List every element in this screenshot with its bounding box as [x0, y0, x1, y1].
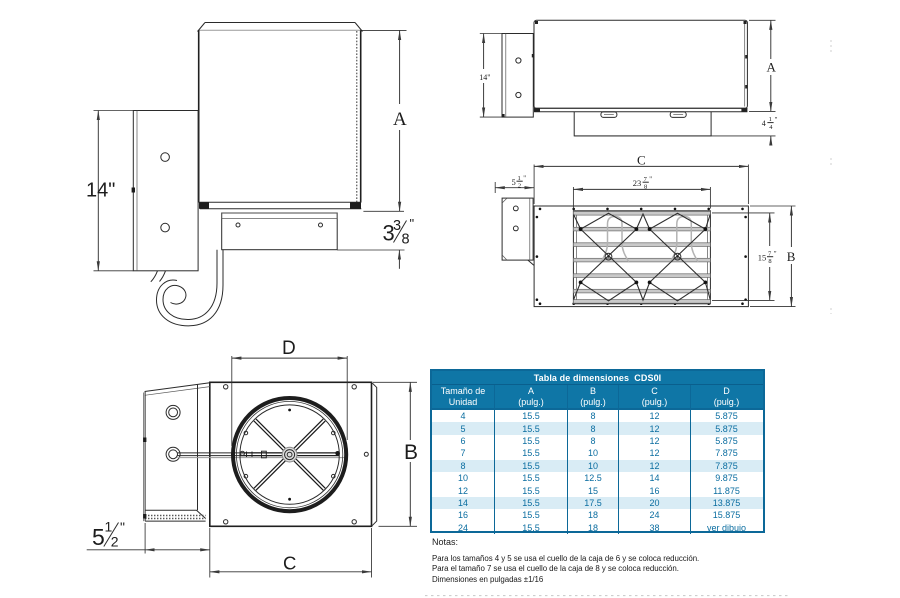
svg-text:8: 8	[402, 232, 410, 248]
svg-text:23: 23	[633, 178, 642, 188]
svg-text:B: B	[404, 441, 418, 464]
svg-text:": "	[523, 175, 526, 183]
svg-text:": "	[120, 519, 125, 535]
svg-text:5: 5	[92, 524, 105, 550]
svg-text:1: 1	[769, 116, 772, 123]
svg-text:": "	[775, 116, 778, 124]
svg-text:14": 14"	[479, 73, 490, 82]
svg-text:5: 5	[512, 177, 516, 187]
svg-text:4: 4	[769, 124, 773, 131]
svg-text:14": 14"	[86, 180, 115, 202]
svg-text:": "	[649, 176, 652, 184]
svg-text:3: 3	[393, 218, 401, 234]
svg-text:7: 7	[644, 176, 648, 183]
svg-text:8: 8	[768, 258, 771, 265]
svg-text:D: D	[282, 338, 296, 359]
svg-text:8: 8	[644, 183, 647, 190]
svg-text:": "	[410, 216, 415, 231]
svg-text:A: A	[393, 109, 407, 130]
svg-text:4: 4	[762, 119, 766, 128]
svg-text:C: C	[283, 553, 296, 574]
svg-text:C: C	[637, 153, 646, 168]
svg-text:": "	[774, 250, 777, 258]
svg-text:2: 2	[111, 534, 119, 550]
svg-text:3: 3	[383, 221, 395, 246]
svg-text:A: A	[767, 60, 777, 75]
svg-text:1: 1	[518, 175, 521, 182]
svg-text:15: 15	[758, 253, 767, 263]
svg-text:B: B	[787, 249, 796, 264]
svg-text:7: 7	[768, 250, 772, 257]
svg-text:2: 2	[518, 182, 521, 189]
svg-text:1: 1	[105, 519, 113, 535]
